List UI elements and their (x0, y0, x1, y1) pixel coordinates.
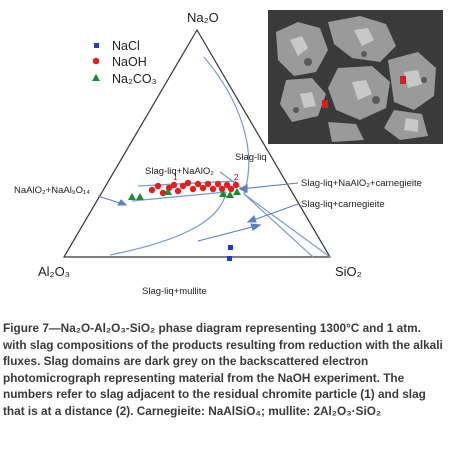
naoh-point (232, 181, 240, 189)
photomicrograph (268, 10, 443, 144)
na2co3-points (128, 188, 241, 200)
naoh-point (179, 182, 187, 190)
photomicrograph-image (268, 10, 443, 144)
naoh-point (194, 180, 202, 188)
point-label-1: 1 (173, 173, 178, 182)
naoh-point (227, 185, 235, 193)
region-label-slag-liq-mullite: Slag-liq+mullite (142, 286, 207, 297)
na2co3-point (219, 190, 227, 197)
boundary-tie-lower (131, 191, 227, 202)
na2co3-point (226, 191, 234, 198)
point-label-2: 2 (234, 173, 239, 182)
region-label-slag-liq: Slag-liq (235, 152, 267, 163)
legend-marker-naoh (92, 57, 100, 65)
vertex-label-al2o3: Al₂O₃ (38, 264, 70, 279)
legend-label-naoh: NaOH (112, 55, 147, 69)
boundary-mullite (243, 193, 314, 258)
na2co3-point (233, 188, 241, 195)
nacl-points (227, 245, 233, 261)
naoh-point (174, 187, 182, 195)
legend-label-nacl: NaCl (112, 39, 140, 53)
region-label-slag-liq-naalo2-carnegieite: Slag-liq+NaAlO₂+carnegieite (301, 178, 422, 189)
naoh-point (189, 185, 197, 193)
boundary-right (243, 193, 331, 258)
naoh-point (223, 181, 231, 189)
legend-label-na2co3: Na₂CO₃ (112, 72, 157, 86)
arrow-carnegieite-naalo2 (239, 182, 299, 190)
naoh-point (184, 179, 192, 187)
region-label-slag-liq-naalo2: Slag-liq+NaAlO₂ (145, 166, 214, 177)
arrow-mullite (197, 224, 261, 242)
boundary-carnegieite (109, 191, 227, 256)
naoh-point (218, 185, 226, 193)
naoh-point (209, 185, 217, 193)
region-label-naalo2-naal9o14: NaAlO₂+NaAl₉O₁₄ (14, 185, 90, 196)
vertex-label-sio2: SiO₂ (335, 264, 362, 279)
naoh-point (170, 181, 178, 189)
figure-caption: Figure 7—Na₂O-Al₂O₃-SiO₂ phase diagram r… (3, 321, 443, 418)
legend: NaCl NaOH Na₂CO₃ (92, 39, 157, 86)
nacl-point (228, 245, 233, 250)
na2co3-point (128, 193, 136, 200)
na2co3-point (136, 193, 144, 200)
ternary-triangle (62, 28, 332, 258)
naoh-point (204, 180, 212, 188)
phase-diagram: Na₂O Al₂O₃ SiO₂ (14, 10, 422, 297)
naoh-point (154, 182, 162, 190)
naoh-point (214, 180, 222, 188)
arrow-carnegieite (247, 203, 299, 223)
naoh-point (199, 184, 207, 192)
vertex-label-na2o: Na₂O (187, 10, 219, 25)
leader-arrows (97, 182, 299, 242)
boundary-slag-liq-upper (203, 56, 250, 195)
nacl-point (227, 256, 232, 261)
naoh-point (148, 186, 156, 194)
legend-marker-nacl (94, 43, 99, 48)
na2co3-point (164, 188, 172, 195)
region-label-slag-liq-carnegieite: Slag-liq+carnegieite (301, 199, 385, 210)
legend-marker-na2co3 (92, 74, 100, 81)
